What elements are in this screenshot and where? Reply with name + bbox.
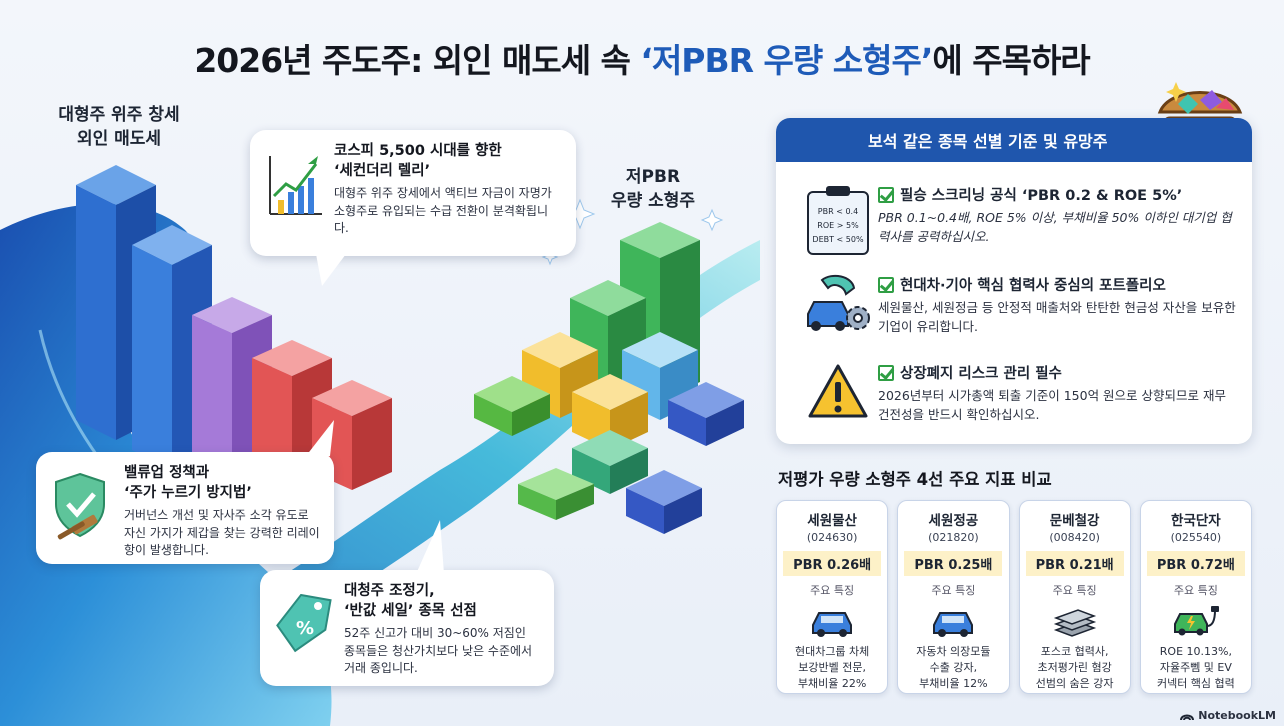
bubble-valueup: 밸류업 정책과 ‘주가 누르기 방지법’ 거버넌스 개선 및 자사주 소각 유도…: [36, 452, 334, 564]
largecap-label: 대형주 위주 창세 외인 매도세: [58, 105, 180, 149]
clip-line-2: ROE > 5%: [817, 221, 859, 230]
comparison-title: 저평가 우량 소형주 4선 주요 지표 비교: [778, 470, 1052, 489]
cube-navy-2: [626, 470, 702, 534]
criterion-title: 현대차·기아 핵심 협력사 중심의 포트폴리오: [900, 278, 1166, 294]
criterion-body: 2026년부터 시가총액 퇴출 기준이 150억 원으로 상향되므로 재무 건전…: [878, 388, 1226, 422]
footer-brand: NotebookLM: [1180, 709, 1276, 722]
car-icon: [812, 612, 853, 637]
criteria-panel-header: 보석 같은 종목 선별 기준 및 유망주: [776, 118, 1252, 162]
bubble-secondary-rally-title: 코스피 5,500 시대를 향한 ‘세컨더리 렐리’: [334, 143, 502, 179]
car-icon: [933, 612, 974, 637]
bubble-secondary-rally: 코스피 5,500 시대를 향한 ‘세컨더리 렐리’ 대형주 위주 장세에서 액…: [250, 130, 576, 256]
criterion-title: 필승 스크리닝 공식 ‘PBR 0.2 & ROE 5%’: [900, 188, 1183, 204]
bubble-correction-text: 52주 신고가 대비 30~60% 저짐인 종목들은 청산가치보다 낮은 수준에…: [344, 626, 533, 675]
clip-line-3: DEBT < 50%: [812, 235, 864, 244]
stock-code: (021820): [928, 531, 979, 544]
check-icon: [878, 186, 894, 203]
criterion-screening: PBR < 0.4 ROE > 5% DEBT < 50% 필승 스크리닝 공식…: [798, 184, 1238, 256]
shield-gavel-icon: [55, 472, 105, 540]
check-icon: [878, 276, 894, 293]
stock-pbr: PBR 0.21배: [1025, 551, 1124, 576]
title-accent: ‘저PBR 우량 소형주’: [640, 41, 933, 80]
cube-green-small-1: [474, 376, 550, 436]
cube-teal: [572, 430, 648, 494]
svg-text:%: %: [296, 618, 314, 639]
steel-sheets-icon: [1053, 609, 1096, 637]
stock-name: 한국단자: [1171, 513, 1221, 529]
car-gear-icon: [807, 274, 870, 331]
bubble-tail: [316, 254, 346, 286]
clipboard-icon: PBR < 0.4 ROE > 5% DEBT < 50%: [807, 186, 869, 255]
bubble-correction-title: 대청주 조정기, ‘반값 세일’ 종목 선점: [344, 583, 477, 619]
criterion-portfolio: 현대차·기아 핵심 협력사 중심의 포트폴리오 세원물산, 세원정금 등 안정적…: [798, 274, 1238, 338]
criterion-body: PBR 0.1~0.4배, ROE 5% 이상, 부채비율 50% 이하인 대기…: [878, 210, 1232, 244]
cube-navy-1: [668, 382, 744, 446]
criterion-title: 상장폐지 리스크 관리 필수: [900, 366, 1062, 382]
stock-name: 세원물산: [807, 513, 857, 529]
criterion-delisting: 상장폐지 리스크 관리 필수 2026년부터 시가총액 퇴출 기준이 150억 …: [798, 362, 1238, 425]
bubble-tail: [416, 520, 444, 574]
clip-line-1: PBR < 0.4: [818, 207, 858, 216]
ev-charger-icon: [1173, 606, 1219, 636]
stock-pbr: PBR 0.25배: [904, 551, 1003, 576]
growth-chart-icon: [269, 156, 322, 215]
price-tag-icon: %: [276, 593, 332, 653]
bubble-valueup-text: 거버넌스 개선 및 자사주 소각 유도로 자신 가지가 제갑을 찾는 강력한 리…: [124, 508, 320, 557]
page-title: 2026년 주도주: 외인 매도세 속 ‘저PBR 우량 소형주’에 주목하라: [194, 41, 1090, 80]
bubble-secondary-rally-text: 대형주 위주 장세에서 액티브 자금이 자명가 소형주로 유입되는 수급 전환이…: [334, 186, 552, 235]
stock-code: (024630): [806, 531, 858, 544]
check-icon: [878, 364, 894, 381]
stock-name: 세원정공: [928, 513, 979, 529]
warning-icon: [808, 364, 868, 418]
bubble-correction: % 대청주 조정기, ‘반값 세일’ 종목 선점 52주 신고가 대비 30~6…: [260, 570, 554, 686]
notebooklm-logo-icon: [1180, 714, 1195, 720]
feature-label: 주요 특징: [810, 584, 855, 597]
feature-label: 주요 특징: [1052, 584, 1097, 597]
stock-code: (008420): [1049, 531, 1100, 544]
stock-pbr: PBR 0.26배: [783, 551, 882, 576]
bubble-valueup-title: 밸류업 정책과 ‘주가 누르기 방지법’: [124, 465, 252, 501]
stock-card: 문베철강 (008420) PBR 0.21배 주요 특징 포스코 협력사,초저…: [1018, 500, 1131, 694]
feature-label: 주요 특징: [1173, 584, 1218, 597]
stock-name: 문베철강: [1049, 513, 1100, 529]
cube-green-small-2: [518, 468, 594, 520]
criteria-panel: 보석 같은 종목 선별 기준 및 유망주 PBR < 0.4 ROE > 5% …: [776, 118, 1252, 444]
stock-card: 한국단자 (025540) PBR 0.72배 주요 특징 ROE 10.13%…: [1139, 500, 1252, 694]
criterion-body: 세원물산, 세원정금 등 안정적 매출처와 탄탄한 현금성 자산을 보유한 기업…: [878, 300, 1236, 334]
bubble-tail: [306, 420, 334, 456]
stock-pbr: PBR 0.72배: [1146, 551, 1245, 576]
smallcap-label: 저PBR 우량 소형주: [610, 167, 696, 211]
feature-label: 주요 특징: [931, 584, 976, 597]
stock-code: (025540): [1170, 531, 1222, 544]
